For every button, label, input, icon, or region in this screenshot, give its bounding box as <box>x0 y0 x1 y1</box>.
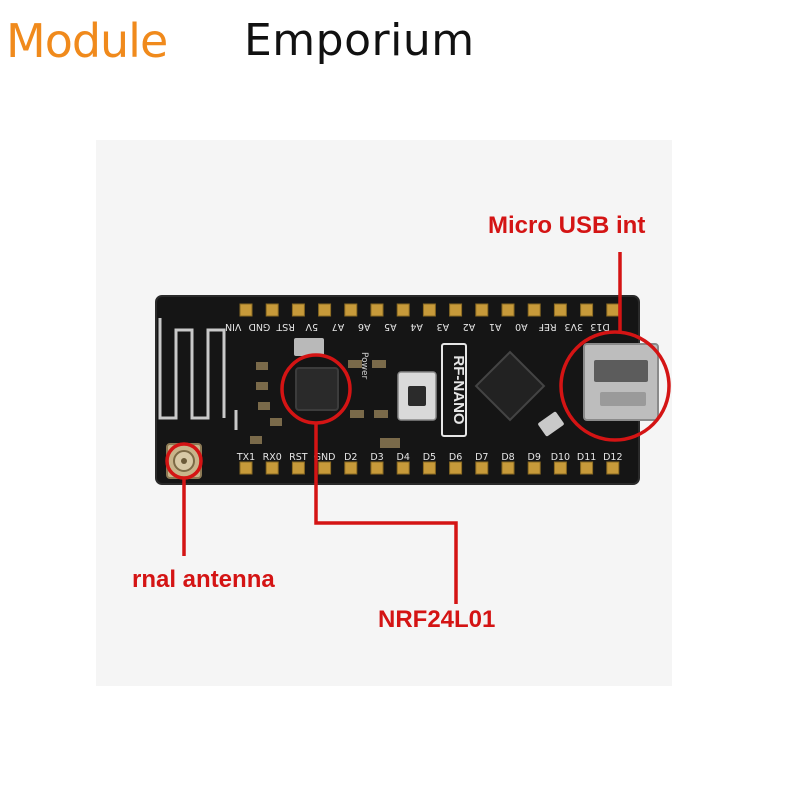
top-pin-label: D13 <box>590 321 609 332</box>
header-pin <box>370 461 384 475</box>
micro-usb-connector <box>583 343 659 421</box>
bottom-pin-label: D8 <box>501 452 514 463</box>
top-pin-label: A5 <box>384 321 397 332</box>
bottom-header-pins <box>239 461 620 475</box>
top-pin-label: A6 <box>358 321 371 332</box>
header-pin <box>239 303 253 317</box>
header-pin <box>606 461 620 475</box>
bottom-pin-label: D6 <box>449 452 462 463</box>
header-pin <box>396 303 410 317</box>
antenna-label: rnal antenna <box>132 566 275 593</box>
bottom-pin-label: GND <box>314 452 336 463</box>
header-pin <box>449 461 463 475</box>
bottom-pin-label: RST <box>289 452 308 463</box>
bottom-pin-label: D4 <box>397 452 410 463</box>
brand-emporium-text: Emporium <box>244 15 475 66</box>
bottom-pin-label: TX1 <box>236 452 255 463</box>
top-pin-label: RST <box>276 321 295 332</box>
header-pin <box>449 303 463 317</box>
bottom-pin-label: D11 <box>577 452 596 463</box>
top-pin-label: A2 <box>463 321 476 332</box>
header-pin <box>265 303 279 317</box>
header-pin <box>344 303 358 317</box>
bottom-pin-label: D2 <box>344 452 357 463</box>
top-pin-label: A3 <box>437 321 450 332</box>
bottom-pin-label: D9 <box>528 452 541 463</box>
small-component <box>538 411 564 437</box>
header-pin <box>291 461 305 475</box>
mcu-chip <box>474 350 546 422</box>
header-pin <box>475 461 489 475</box>
header-pin <box>318 303 332 317</box>
crystal-oscillator <box>294 338 324 356</box>
header-pin <box>527 303 541 317</box>
pcb-trace-antenna <box>158 318 238 430</box>
bottom-pin-label: D10 <box>551 452 570 463</box>
power-label-text: Power <box>359 352 369 380</box>
header-pin <box>501 303 515 317</box>
bottom-pin-label: D12 <box>603 452 622 463</box>
bottom-pin-labels: TX1 RX0 RST GND D2 D3 D4 D5 D6 D7 D8 D9 D10 D11 D12 <box>236 452 623 463</box>
nrf-callout-line <box>314 423 458 604</box>
header-pin <box>265 461 279 475</box>
header-pin <box>370 303 384 317</box>
header-pin <box>422 461 436 475</box>
rf-nano-silkscreen: RF-NANO <box>441 343 467 437</box>
header-pin <box>553 303 567 317</box>
top-pin-label: A4 <box>410 321 423 332</box>
reset-button <box>397 371 437 421</box>
header-pin <box>291 303 305 317</box>
header-pin <box>475 303 489 317</box>
bottom-pin-label: D7 <box>475 452 488 463</box>
top-pin-label: 5V <box>305 321 318 332</box>
board-name-text: RF-NANO <box>450 355 467 424</box>
callout-lines <box>165 252 671 604</box>
top-pin-labels: D13 3V3 REF A0 A1 A2 A3 A4 A5 A6 A7 5V RST GND VIN <box>225 321 610 332</box>
top-pin-label: 3V3 <box>565 321 584 332</box>
top-pin-label: A7 <box>332 321 345 332</box>
header-pin <box>422 303 436 317</box>
header-pin <box>239 461 253 475</box>
usb-label: Micro USB int <box>488 212 646 239</box>
header-pin <box>501 461 515 475</box>
header-pin <box>344 461 358 475</box>
top-pin-label: REF <box>539 321 557 332</box>
bottom-pin-label: D3 <box>370 452 383 463</box>
bottom-pin-label: RX0 <box>263 452 282 463</box>
top-pin-label: VIN <box>225 321 241 332</box>
bottom-pin-label: D5 <box>423 452 436 463</box>
nrf24l01-chip <box>295 367 339 411</box>
usb-callout-circle <box>559 330 671 442</box>
nrf-label: NRF24L01 <box>378 606 496 633</box>
header-pin <box>318 461 332 475</box>
top-header-pins <box>239 303 620 317</box>
header-pin <box>553 461 567 475</box>
header-pin <box>527 461 541 475</box>
header-pin <box>606 303 620 317</box>
smd-components <box>250 360 400 448</box>
top-pin-label: GND <box>249 321 271 332</box>
brand-module-text: Module <box>6 14 168 68</box>
header-pin <box>396 461 410 475</box>
header-pin <box>580 303 594 317</box>
header-pin <box>580 461 594 475</box>
top-pin-label: A1 <box>489 321 502 332</box>
top-pin-label: A0 <box>515 321 528 332</box>
